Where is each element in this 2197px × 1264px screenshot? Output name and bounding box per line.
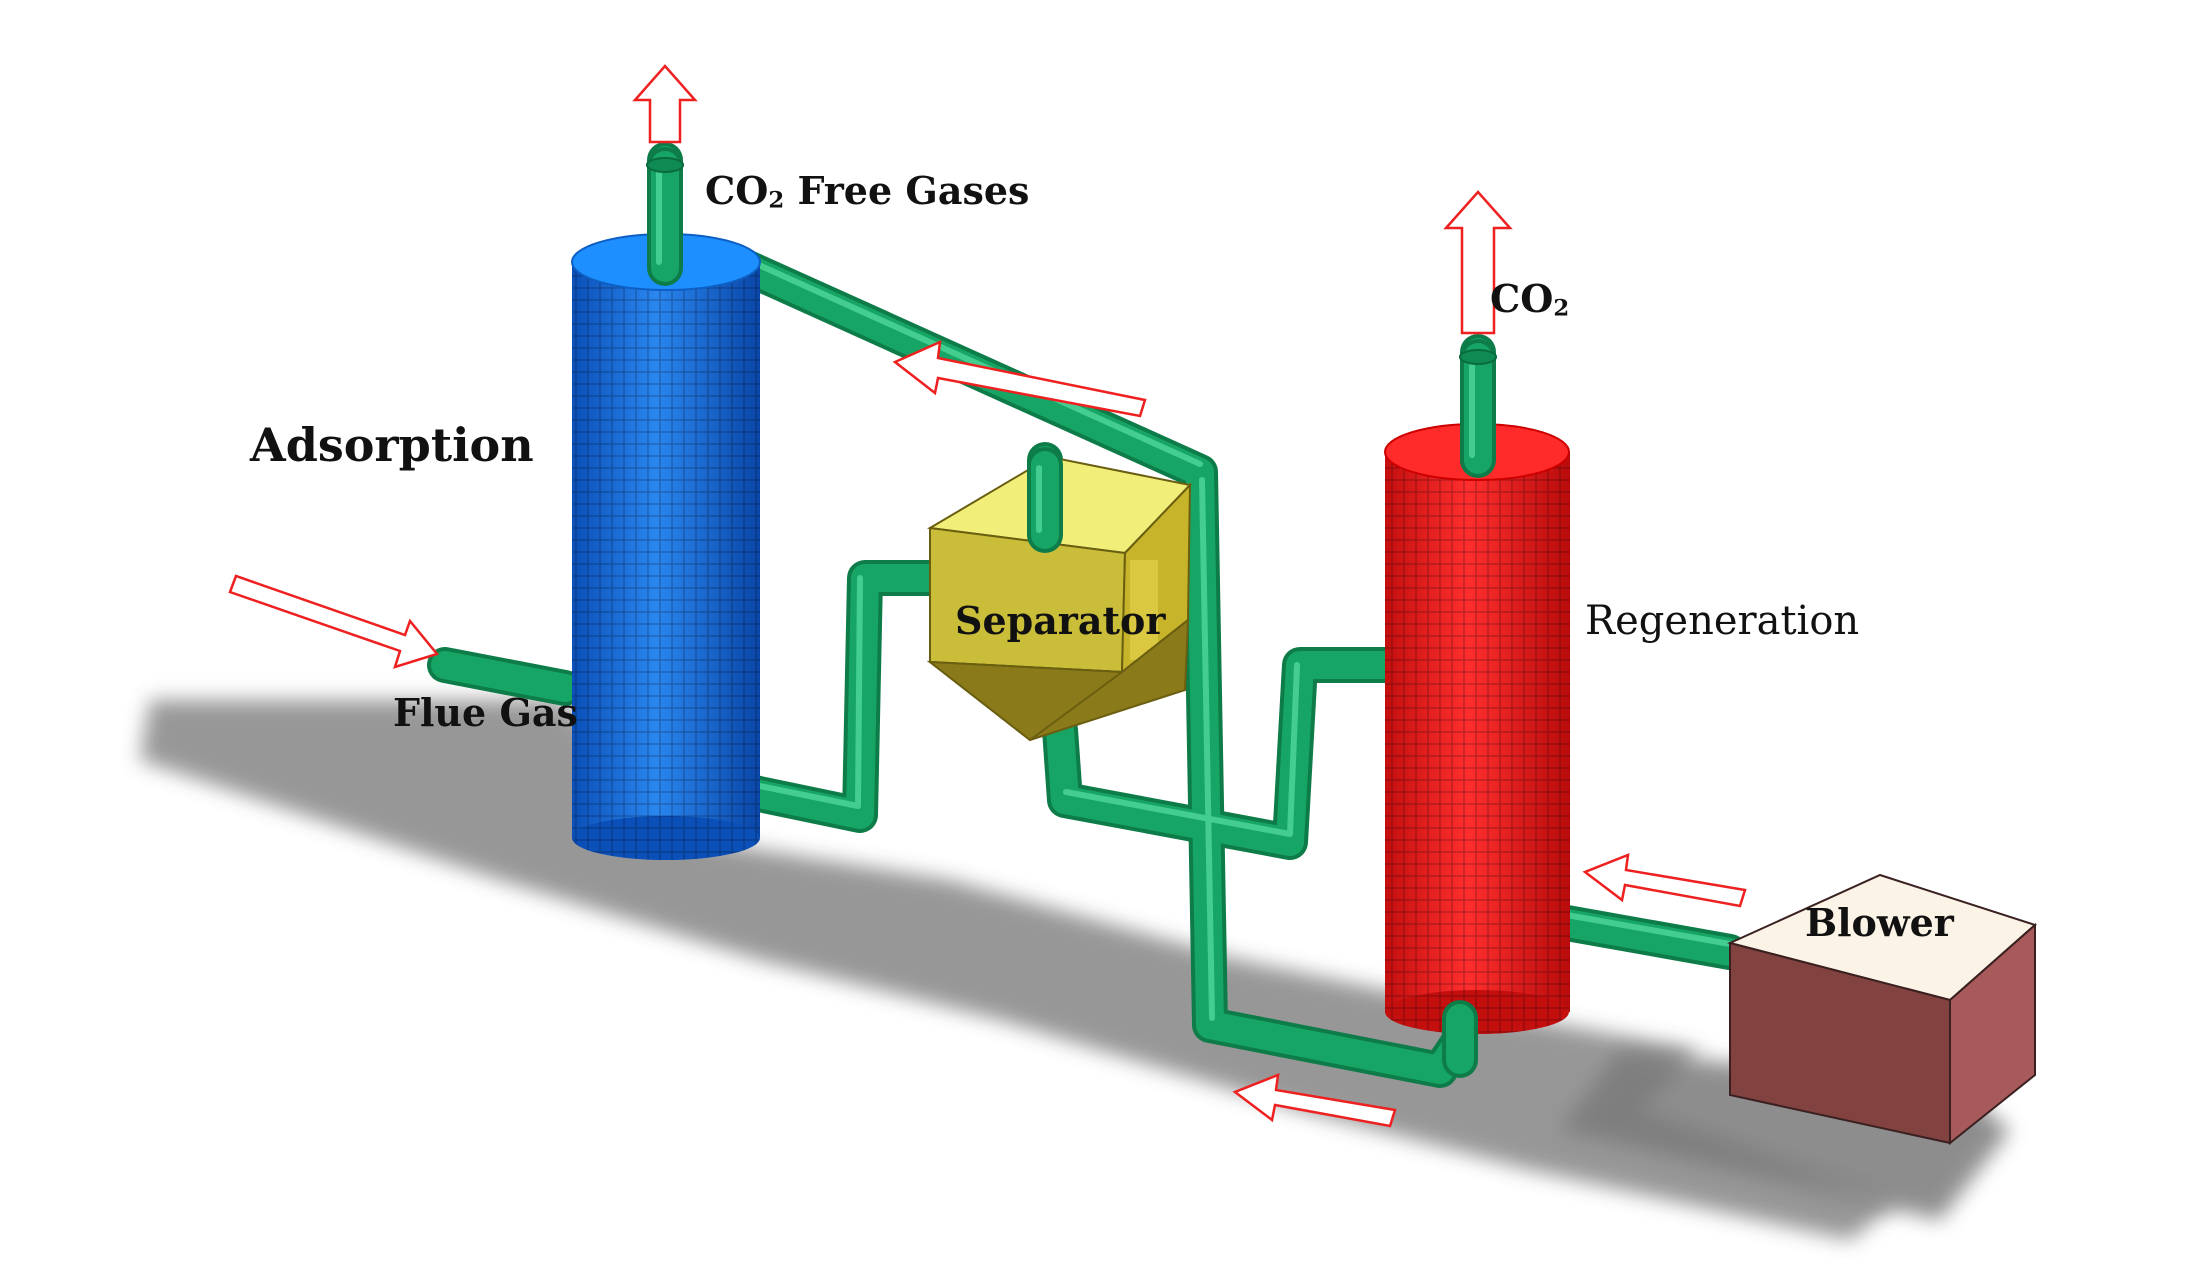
label-co2-prefix: CO	[1490, 276, 1554, 321]
label-co2-free-gases-suffix: Free Gases	[784, 168, 1030, 213]
ground-shadow	[140, 700, 1900, 1240]
label-co2-free-gases-subscript: 2	[768, 187, 785, 214]
label-regeneration: Regeneration	[1585, 598, 1860, 644]
adsorption-column	[571, 233, 761, 860]
label-flue-gas: Flue Gas	[393, 690, 578, 735]
arrow-blower-in	[1582, 853, 1747, 908]
label-co2-free-gases: CO2 Free Gases	[705, 168, 1029, 213]
label-blower: Blower	[1805, 900, 1954, 945]
flow-arrows	[228, 64, 1747, 1128]
regeneration-column	[1384, 423, 1570, 1034]
label-adsorption: Adsorption	[250, 418, 534, 472]
arrow-return-bottom	[1232, 1073, 1397, 1128]
label-co2: CO2	[1490, 276, 1569, 321]
label-co2-subscript: 2	[1553, 295, 1570, 322]
label-co2-free-gases-prefix: CO	[705, 168, 769, 213]
blower-unit	[1727, 873, 2037, 1146]
label-separator: Separator	[955, 598, 1166, 643]
arrow-up-co2	[1443, 190, 1513, 335]
arrow-flue-gas	[228, 574, 440, 669]
arrow-up-co2-free	[632, 64, 698, 144]
arrow-return-top	[892, 339, 1147, 418]
